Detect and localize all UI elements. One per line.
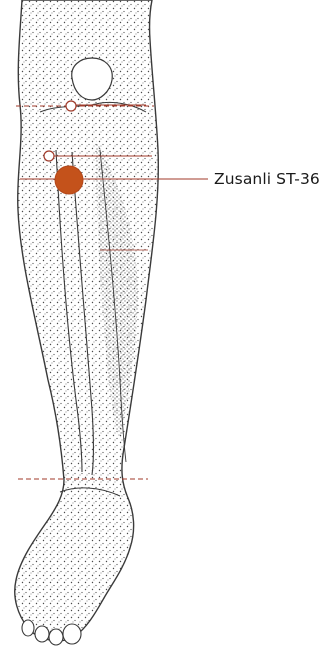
- zusanli-label: Zusanli ST-36: [214, 170, 320, 188]
- yanglingquan-point: [44, 151, 54, 161]
- zusanli-point: [55, 166, 83, 194]
- dubi-point: [66, 101, 76, 111]
